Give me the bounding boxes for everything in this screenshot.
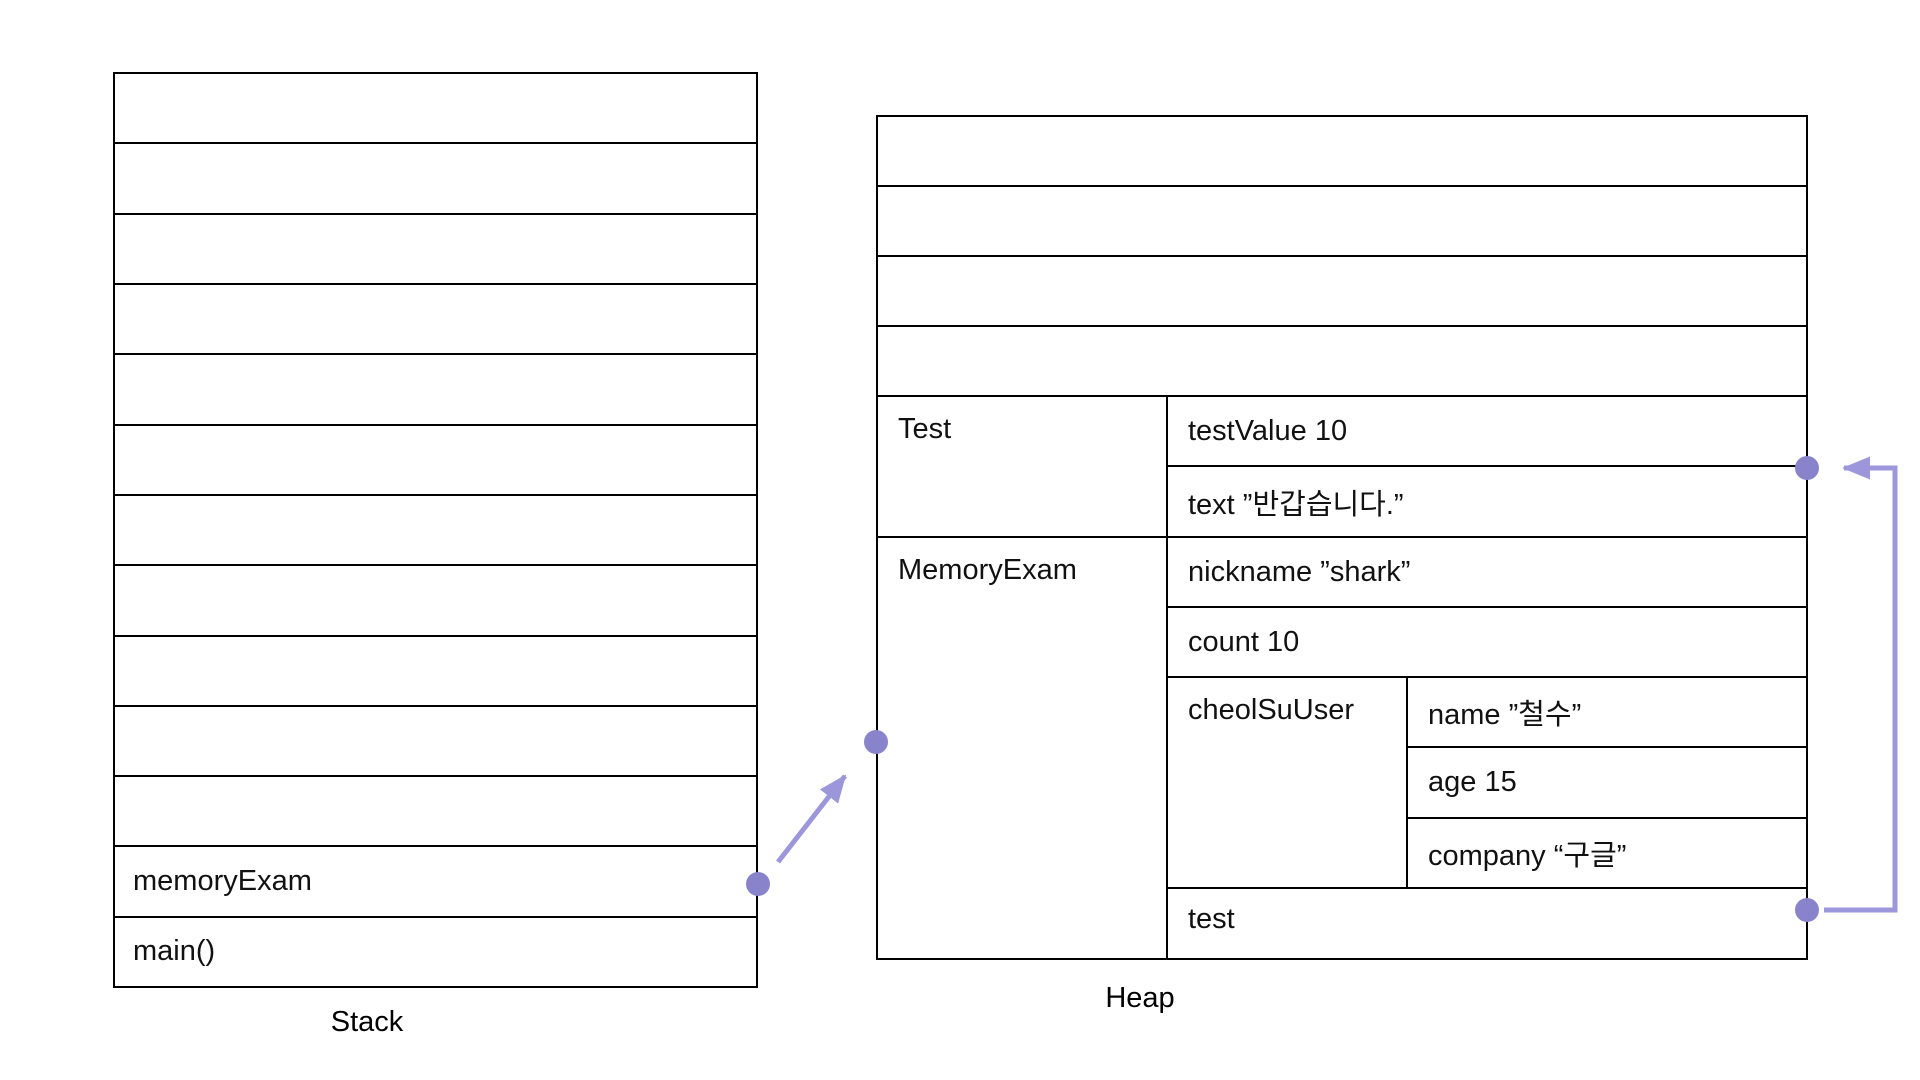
heap-object-label: MemoryExam <box>878 538 1168 958</box>
heap-field-text: text ”반갑습니다.” <box>1188 489 1404 521</box>
heap-empty-row <box>878 327 1806 397</box>
stack-empty-row <box>115 355 756 426</box>
stack-frame-label: memoryExam <box>133 865 312 898</box>
stack-empty-row <box>115 496 756 567</box>
heap-field-nickname: nickname ”shark” <box>1168 538 1806 608</box>
pointer-arrow-right <box>1824 456 1898 913</box>
stack-empty-row <box>115 707 756 778</box>
heap-field-age: age 15 <box>1408 748 1806 819</box>
heap-object-label: Test <box>878 397 1168 536</box>
stack-frame-memoryexam: memoryExam <box>115 847 756 918</box>
stack-frame-main: main() <box>115 918 756 986</box>
stack-empty-row <box>115 215 756 285</box>
heap-empty-row <box>878 257 1806 327</box>
heap-field-name: name ”철수” <box>1408 678 1806 749</box>
stack-empty-row <box>115 637 756 707</box>
pointer-arrow-left <box>776 774 847 864</box>
heap-empty-row <box>878 117 1806 187</box>
heap-nested-label: cheolSuUser <box>1168 678 1408 887</box>
stack-empty-row <box>115 144 756 215</box>
heap-field-testvalue: testValue 10 <box>1168 397 1806 467</box>
heap-nested-cheolsuuser: cheolSuUser name ”철수” age 15 company “구글… <box>1168 678 1806 889</box>
stack-empty-row <box>115 777 756 848</box>
heap-object-memoryexam: MemoryExam nickname ”shark” count 10 che… <box>878 538 1806 958</box>
heap-field-count: count 10 <box>1168 608 1806 678</box>
heap-table: Test testValue 10 text ”반갑습니다.” MemoryEx… <box>876 115 1808 960</box>
stack-frame-label: main() <box>133 935 216 968</box>
stack-empty-row <box>115 285 756 356</box>
heap-nested-values: name ”철수” age 15 company “구글” <box>1408 678 1806 887</box>
stack-empty-row <box>115 566 756 637</box>
heap-object-test: Test testValue 10 text ”반갑습니다.” <box>878 397 1806 538</box>
stack-empty-row <box>115 74 756 145</box>
heap-object-values: testValue 10 text ”반갑습니다.” <box>1168 397 1806 536</box>
stack-empty-row <box>115 426 756 496</box>
heap-empty-row <box>878 187 1806 257</box>
stack-caption: Stack <box>330 1006 404 1038</box>
heap-object-values: nickname ”shark” count 10 cheolSuUser na… <box>1168 538 1806 958</box>
heap-field-test: test <box>1188 903 1235 935</box>
stack-table: memoryExam main() <box>113 72 758 988</box>
heap-caption: Heap <box>1105 982 1175 1014</box>
heap-field-company: company “구글” <box>1428 839 1627 872</box>
